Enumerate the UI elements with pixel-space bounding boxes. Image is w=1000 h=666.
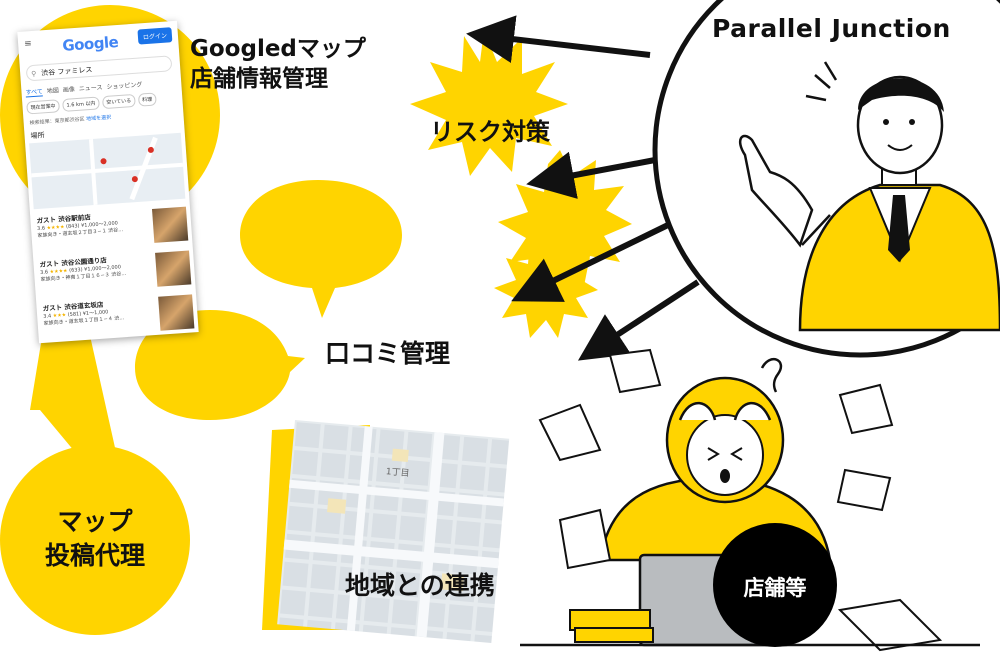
speech-bubble-white bbox=[240, 180, 402, 318]
place-thumbnail bbox=[158, 294, 195, 331]
chip-cuisine[interactable]: 料理 bbox=[137, 92, 157, 107]
map-pin-icon bbox=[100, 158, 107, 165]
map-tile-label: 1丁目 bbox=[385, 466, 410, 479]
login-button[interactable]: ログイン bbox=[137, 27, 173, 45]
risk-label: リスク対策 bbox=[430, 118, 550, 146]
consultant-illustration bbox=[738, 61, 1000, 332]
google-logo: Google bbox=[62, 33, 119, 55]
google-logo-text: Google bbox=[61, 32, 119, 55]
store-badge bbox=[713, 523, 837, 647]
google-maps-phone-screenshot: ≡ Google ログイン ⚲ 渋谷 ファミレス すべて 地図 画像 ニュース … bbox=[17, 20, 199, 344]
region-text: 検索結果：東京都渋谷区 bbox=[29, 116, 85, 127]
search-input[interactable]: ⚲ 渋谷 ファミレス bbox=[25, 55, 173, 82]
google-map-label: Googledマップ 店舗情報管理 bbox=[190, 34, 366, 94]
search-query: 渋谷 ファミレス bbox=[40, 65, 93, 78]
map-tile: 1丁目 bbox=[277, 420, 510, 643]
map-posting-line2: 投稿代理 bbox=[44, 541, 145, 570]
arrow-to-reviews bbox=[511, 222, 670, 302]
tab-images[interactable]: 画像 bbox=[62, 86, 76, 94]
places-header: 場所 bbox=[30, 131, 45, 141]
brand-title: Parallel Junction bbox=[712, 14, 951, 43]
chip-available[interactable]: 空いている bbox=[101, 93, 136, 110]
store-label: 店舗等 bbox=[743, 576, 807, 600]
google-map-label-line1: Googledマップ bbox=[190, 36, 366, 62]
arrow-to-google bbox=[466, 15, 651, 63]
tab-maps[interactable]: 地図 bbox=[46, 87, 60, 96]
risk-starburst bbox=[410, 30, 568, 176]
place-thumbnail bbox=[151, 206, 189, 243]
map-posting-line1: マップ bbox=[57, 507, 133, 536]
map-posting-circle bbox=[0, 445, 190, 635]
chip-open-now[interactable]: 現在営業中 bbox=[26, 99, 61, 115]
arrow-to-risk bbox=[526, 151, 656, 199]
region-link[interactable]: 地域を選択 bbox=[85, 114, 112, 123]
map-pin-icon bbox=[147, 146, 155, 154]
regional-label: 地域との連携 bbox=[345, 571, 495, 600]
tab-all[interactable]: すべて bbox=[25, 86, 44, 98]
region-line: 検索結果：東京都渋谷区 地域を選択 bbox=[29, 114, 112, 127]
map-posting-label: マップ 投稿代理 bbox=[30, 505, 160, 573]
speech-bubble-yellow bbox=[135, 310, 305, 420]
tab-shopping[interactable]: ショッピング bbox=[106, 81, 143, 91]
tab-news[interactable]: ニュース bbox=[78, 84, 103, 93]
arrow-to-store bbox=[577, 279, 700, 361]
chip-distance[interactable]: 1.6 km 以内 bbox=[62, 96, 100, 112]
google-map-label-line2: 店舗情報管理 bbox=[190, 66, 328, 92]
menu-icon: ≡ bbox=[23, 38, 33, 50]
search-icon: ⚲ bbox=[31, 69, 37, 79]
reviews-label: 口コミ管理 bbox=[325, 339, 451, 368]
places-map[interactable] bbox=[29, 132, 186, 210]
place-thumbnail bbox=[155, 250, 192, 287]
